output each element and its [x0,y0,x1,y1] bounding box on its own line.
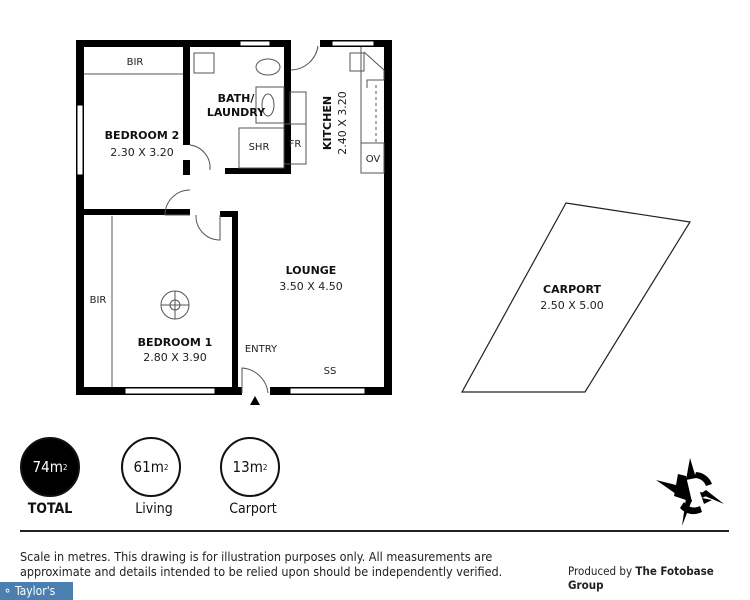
bath-name-1: BATH/ [218,92,256,105]
logo-icon: ⚬ [3,584,13,598]
produced-by: Produced by The Fotobase Group [568,564,714,592]
bedroom1-name: BEDROOM 1 [138,336,213,349]
carport-outline [460,202,691,393]
bedroom2-name: BEDROOM 2 [105,129,180,142]
entry-marker-icon [250,396,260,405]
windows [76,40,375,395]
fixtures [84,45,385,394]
compass-icon [656,458,724,526]
fr-label: FR [289,139,302,150]
bedroom2-dims: 2.30 X 3.20 [110,146,174,159]
divider [20,530,729,532]
lounge-dims: 3.50 X 4.50 [279,280,343,293]
carport-dims: 2.50 X 5.00 [540,299,604,312]
ss-label: SS [324,366,337,377]
kitchen-dims: 2.40 X 3.20 [336,91,349,155]
bir-left-label: BIR [90,295,107,306]
disclaimer: Scale in metres. This drawing is for ill… [20,549,503,579]
lounge-name: LOUNGE [286,264,337,277]
bir-top-label: BIR [127,57,144,68]
bedroom1-dims: 2.80 X 3.90 [143,351,207,364]
bath-name-2: LAUNDRY [207,106,266,119]
taylors-logo: ⚬Taylor's [0,582,73,600]
carport-label: Carport [229,501,277,517]
total-label: TOTAL [27,501,73,517]
carport-name: CARPORT [543,283,601,296]
shr-label: SHR [249,142,270,153]
kitchen-name: KITCHEN [321,96,334,150]
entry-label: ENTRY [245,344,278,355]
ov-label: OV [366,154,381,165]
living-label: Living [135,501,173,517]
floor-plan: BIR BEDROOM 2 2.30 X 3.20 BATH/ LAUNDRY … [76,40,691,405]
